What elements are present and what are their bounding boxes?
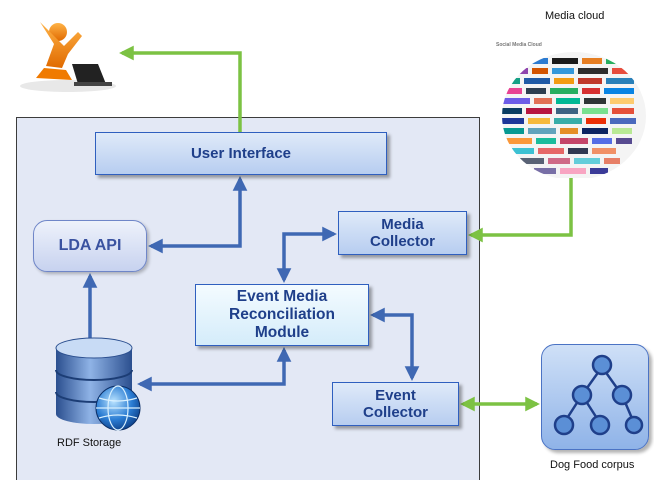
event-collector-module: Event Collector — [332, 382, 459, 426]
arrow-media-collector-event-media — [276, 226, 337, 283]
media-cloud-label: Media cloud — [545, 10, 605, 22]
user-interface-label: User Interface — [190, 144, 292, 162]
dog-food-label: Dog Food corpus — [550, 459, 635, 471]
event-media-label-1: Event Media — [236, 288, 328, 306]
dog-food-box — [541, 344, 649, 450]
event-collector-label-2: Collector — [362, 404, 428, 421]
media-collector-label-2: Collector — [369, 233, 435, 250]
rdf-storage-label: RDF Storage — [57, 437, 122, 449]
lda-api-label: LDA API — [58, 236, 122, 254]
event-media-label-2: Reconciliation — [229, 306, 335, 324]
globe-icon — [95, 385, 141, 431]
event-media-reconciliation-module: Event Media Reconciliation Module — [195, 284, 369, 346]
tree-network-icon — [553, 354, 644, 436]
media-collector-label-1: Media — [381, 215, 424, 233]
arrow-rdf-to-event-media — [137, 347, 292, 392]
arrow-cloud-to-media-collector — [468, 178, 573, 243]
event-collector-label-1: Event — [375, 386, 416, 404]
user-interface-module: User Interface — [95, 132, 387, 175]
event-media-label-3: Module — [254, 323, 310, 341]
media-cloud-icon — [490, 28, 654, 178]
media-cloud-subtitle: Social Media Cloud — [496, 42, 542, 48]
arrow-ui-to-user — [119, 45, 242, 132]
media-collector-module: Media Collector — [338, 211, 467, 255]
lda-api-module: LDA API — [33, 220, 147, 272]
arrow-lda-to-ui — [148, 176, 248, 254]
user-with-laptop-icon — [16, 14, 120, 92]
arrow-event-media-event-collector — [370, 307, 420, 381]
database-icon — [52, 336, 144, 432]
